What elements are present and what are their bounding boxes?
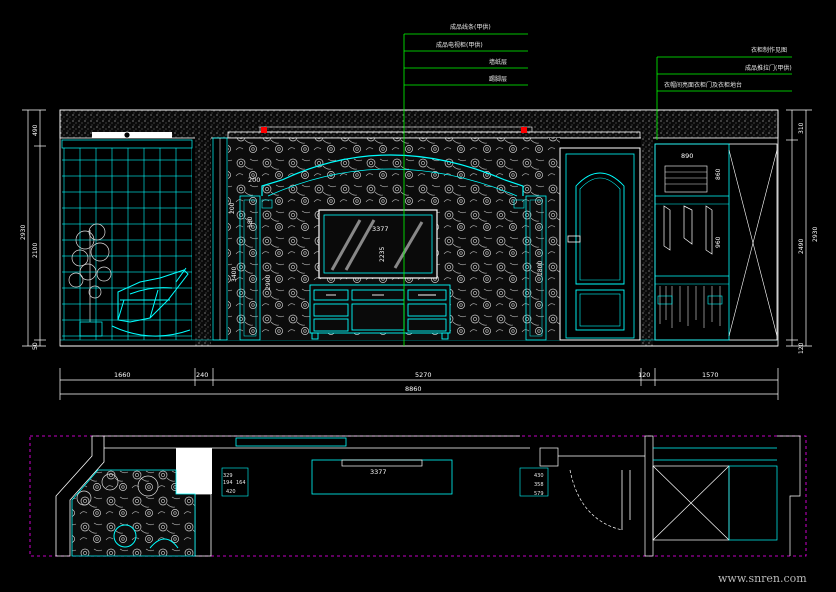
plan-dim-r3: 579 bbox=[534, 491, 544, 497]
dim-right-overall: 2930 bbox=[812, 227, 819, 242]
plan-view: 329 194 164 420 430 358 579 3377 bbox=[29, 435, 807, 557]
wall-column-left bbox=[195, 110, 211, 346]
dim-arch-b: 200 bbox=[229, 202, 236, 214]
dim-bottom-5: 1570 bbox=[702, 371, 719, 379]
tv-cabinet bbox=[309, 284, 451, 340]
dim-left-column: 3400 bbox=[231, 267, 238, 282]
dim-bottom-1: 1660 bbox=[114, 371, 131, 379]
dim-left-top: 490 bbox=[32, 124, 39, 136]
plan-wall-block bbox=[176, 448, 212, 494]
dim-tv-width: 3377 bbox=[372, 225, 389, 233]
dim-bottom-3: 5270 bbox=[415, 371, 432, 379]
plan-dim-tv: 3377 bbox=[370, 468, 387, 476]
plan-dim-r2: 358 bbox=[534, 482, 544, 488]
dim-left-bot: 50 bbox=[32, 342, 39, 350]
hanging-clothes-icon bbox=[663, 205, 713, 255]
plan-dim-l3: 164 bbox=[236, 480, 246, 486]
dim-right-column: 1800 bbox=[537, 261, 544, 276]
watermark: www.snren.com bbox=[718, 572, 807, 585]
balcony-area bbox=[61, 131, 193, 340]
plan-tv-cabinet bbox=[311, 459, 453, 495]
dimension-lines bbox=[22, 109, 812, 400]
plan-wardrobe bbox=[644, 435, 801, 557]
annotation-wardrobe: 衣柜制作见图 bbox=[751, 46, 787, 54]
dim-side-a: 180 bbox=[247, 216, 254, 228]
tv-screen-icon bbox=[318, 209, 438, 279]
dim-wardrobe-a: 860 bbox=[715, 168, 722, 180]
dim-left-overall: 2930 bbox=[20, 225, 27, 240]
wardrobe bbox=[654, 143, 778, 341]
dim-bottom-total: 8860 bbox=[405, 385, 422, 393]
plan-dim-l4: 420 bbox=[226, 489, 236, 495]
dim-arch-a: 200 bbox=[248, 176, 260, 184]
dim-side-b: 2900 bbox=[265, 275, 272, 290]
annotation-leaders bbox=[403, 33, 792, 346]
annotation-sliding-door: 成品推拉门(甲供) bbox=[745, 64, 792, 72]
annotation-wallpaper: 墙纸层 bbox=[489, 58, 507, 66]
wall-column-right bbox=[641, 110, 653, 346]
tv-feature-wall bbox=[227, 126, 641, 341]
door bbox=[559, 147, 641, 341]
plan-carpet bbox=[71, 469, 196, 557]
dim-right-mid: 2490 bbox=[798, 239, 805, 254]
potted-plant-icon bbox=[68, 223, 112, 337]
annotation-cloakroom: 衣帽间亮面衣柜门及衣柜地台 bbox=[664, 81, 742, 89]
dim-wardrobe-b: 960 bbox=[715, 236, 722, 248]
rocking-chair-icon bbox=[111, 267, 191, 337]
dim-right-bot: 120 bbox=[798, 342, 805, 354]
plan-dim-r1: 430 bbox=[534, 473, 544, 479]
plan-dim-l2: 194 bbox=[223, 480, 233, 486]
annotation-skirting: 踢脚层 bbox=[489, 75, 507, 83]
plan-dim-l1: 329 bbox=[223, 473, 233, 479]
dim-wardrobe-top: 890 bbox=[681, 152, 693, 160]
ceiling-slab bbox=[60, 110, 778, 138]
elevation: 成品线条(甲供) 成品电视柜(甲供) 墙纸层 踢脚层 衣柜制作见图 成品推拉门(… bbox=[59, 23, 792, 347]
dim-bottom-4: 120 bbox=[638, 371, 650, 379]
dim-left-mid: 2100 bbox=[32, 243, 39, 258]
door-handle-icon bbox=[567, 235, 581, 243]
annotation-molding-line: 成品线条(甲供) bbox=[450, 23, 491, 31]
annotation-tv-cabinet: 成品电视柜(甲供) bbox=[436, 41, 483, 49]
dim-right-top: 310 bbox=[798, 122, 805, 134]
dim-tv-height: 2235 bbox=[379, 247, 386, 262]
dim-bottom-2: 240 bbox=[196, 371, 208, 379]
